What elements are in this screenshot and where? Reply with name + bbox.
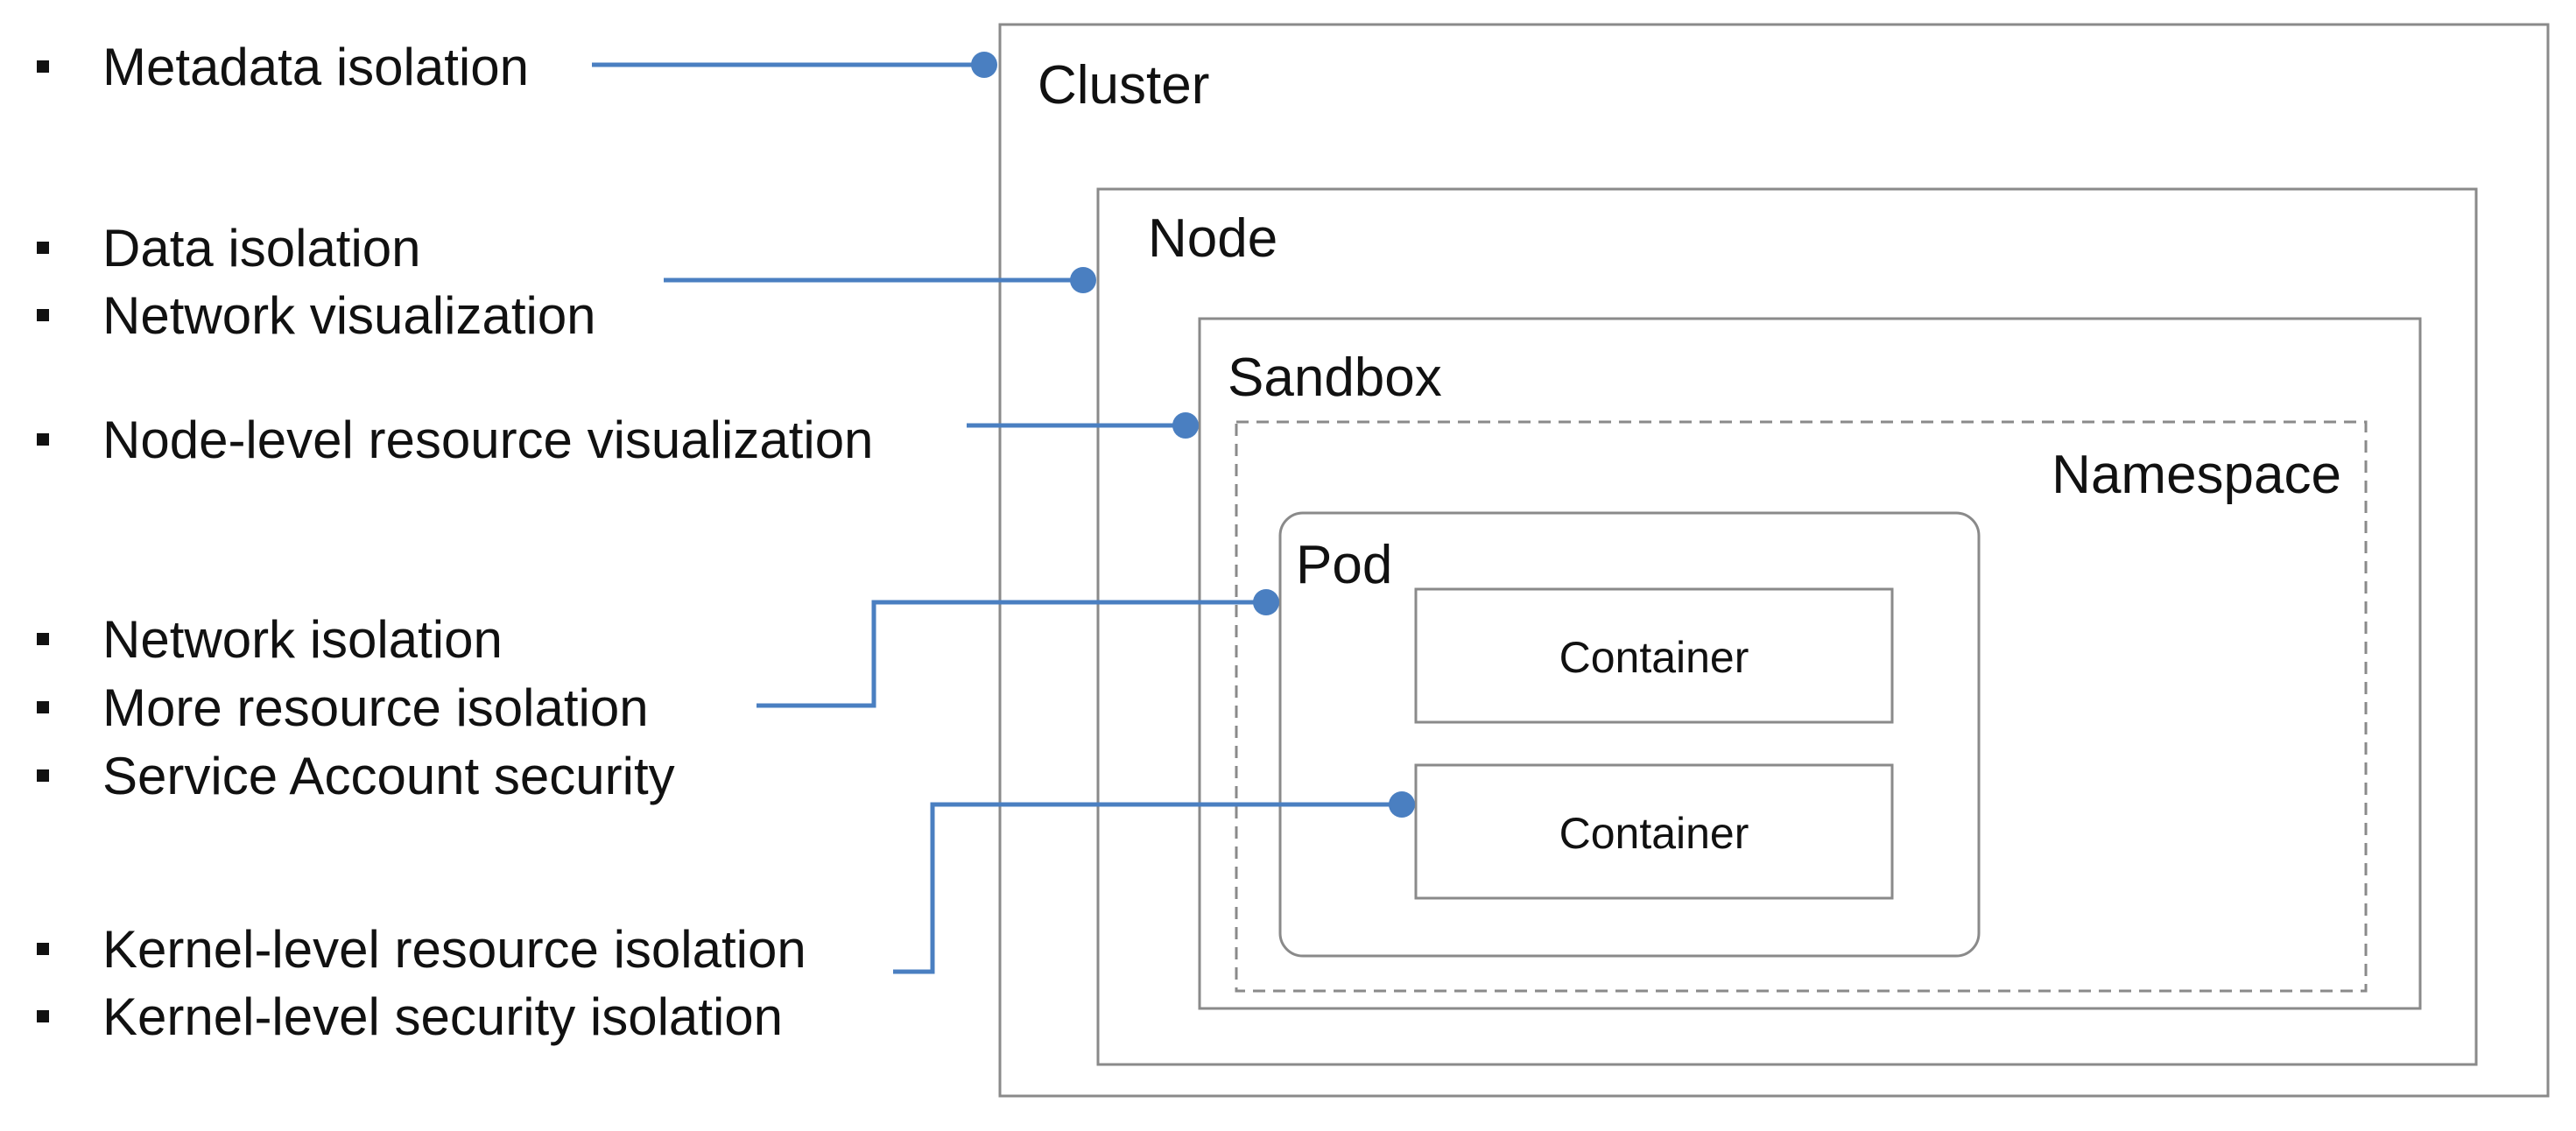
pod-label: Pod [1296,535,1392,595]
cluster-label: Cluster [1038,55,1209,116]
sandbox-label: Sandbox [1228,348,1442,408]
connector-resource-to-sandbox [967,412,1199,439]
connector-dot-icon [1253,589,1279,615]
isolation-group-pod: Network isolation More resource isolatio… [37,610,675,805]
pod-box: Pod [1278,511,1981,958]
bullet-icon [37,943,49,955]
list-item: Network isolation [102,610,503,669]
isolation-group-metadata: Metadata isolation [37,38,529,96]
isolation-group-data-network: Data isolation Network visualization [37,219,596,345]
list-item: Kernel-level security isolation [102,987,783,1046]
node-label: Node [1148,208,1277,269]
isolation-group-node-resource: Node-level resource visualization [37,411,873,469]
container-box-1: Container [1414,587,1894,724]
namespace-label: Namespace [2052,445,2341,505]
bullet-icon [37,769,49,782]
list-item: Metadata isolation [102,38,529,96]
namespace-box: Namespace [1235,420,2368,993]
list-item: Network visualization [102,286,596,345]
connector-kernel-to-container [893,791,1415,974]
sandbox-box: Sandbox [1198,317,2422,1010]
connector-dot-icon [1389,791,1415,818]
list-item: Service Account security [102,747,675,805]
list-item: Node-level resource visualization [102,411,873,469]
isolation-group-kernel: Kernel-level resource isolation Kernel-l… [37,920,806,1046]
list-item: Data isolation [102,219,421,277]
container-box-2: Container [1414,763,1894,900]
cluster-box: Cluster [998,23,2550,1098]
bullet-icon [37,633,49,645]
bullet-icon [37,701,49,713]
connector-dot-icon [971,52,997,78]
bullet-icon [37,60,49,73]
container-label-1: Container [1559,633,1749,682]
container-label-2: Container [1559,809,1749,858]
bullet-icon [37,1010,49,1022]
bullet-icon [37,242,49,254]
bullet-icon [37,309,49,321]
connector-dot-icon [1070,267,1096,293]
connector-metadata-to-cluster [592,52,997,78]
list-item: Kernel-level resource isolation [102,920,806,979]
connector-network-to-pod [757,589,1279,708]
node-box: Node [1096,187,2478,1066]
bullet-icon [37,433,49,446]
list-item: More resource isolation [102,678,649,737]
connector-data-to-node [664,267,1096,293]
connector-dot-icon [1172,412,1199,439]
